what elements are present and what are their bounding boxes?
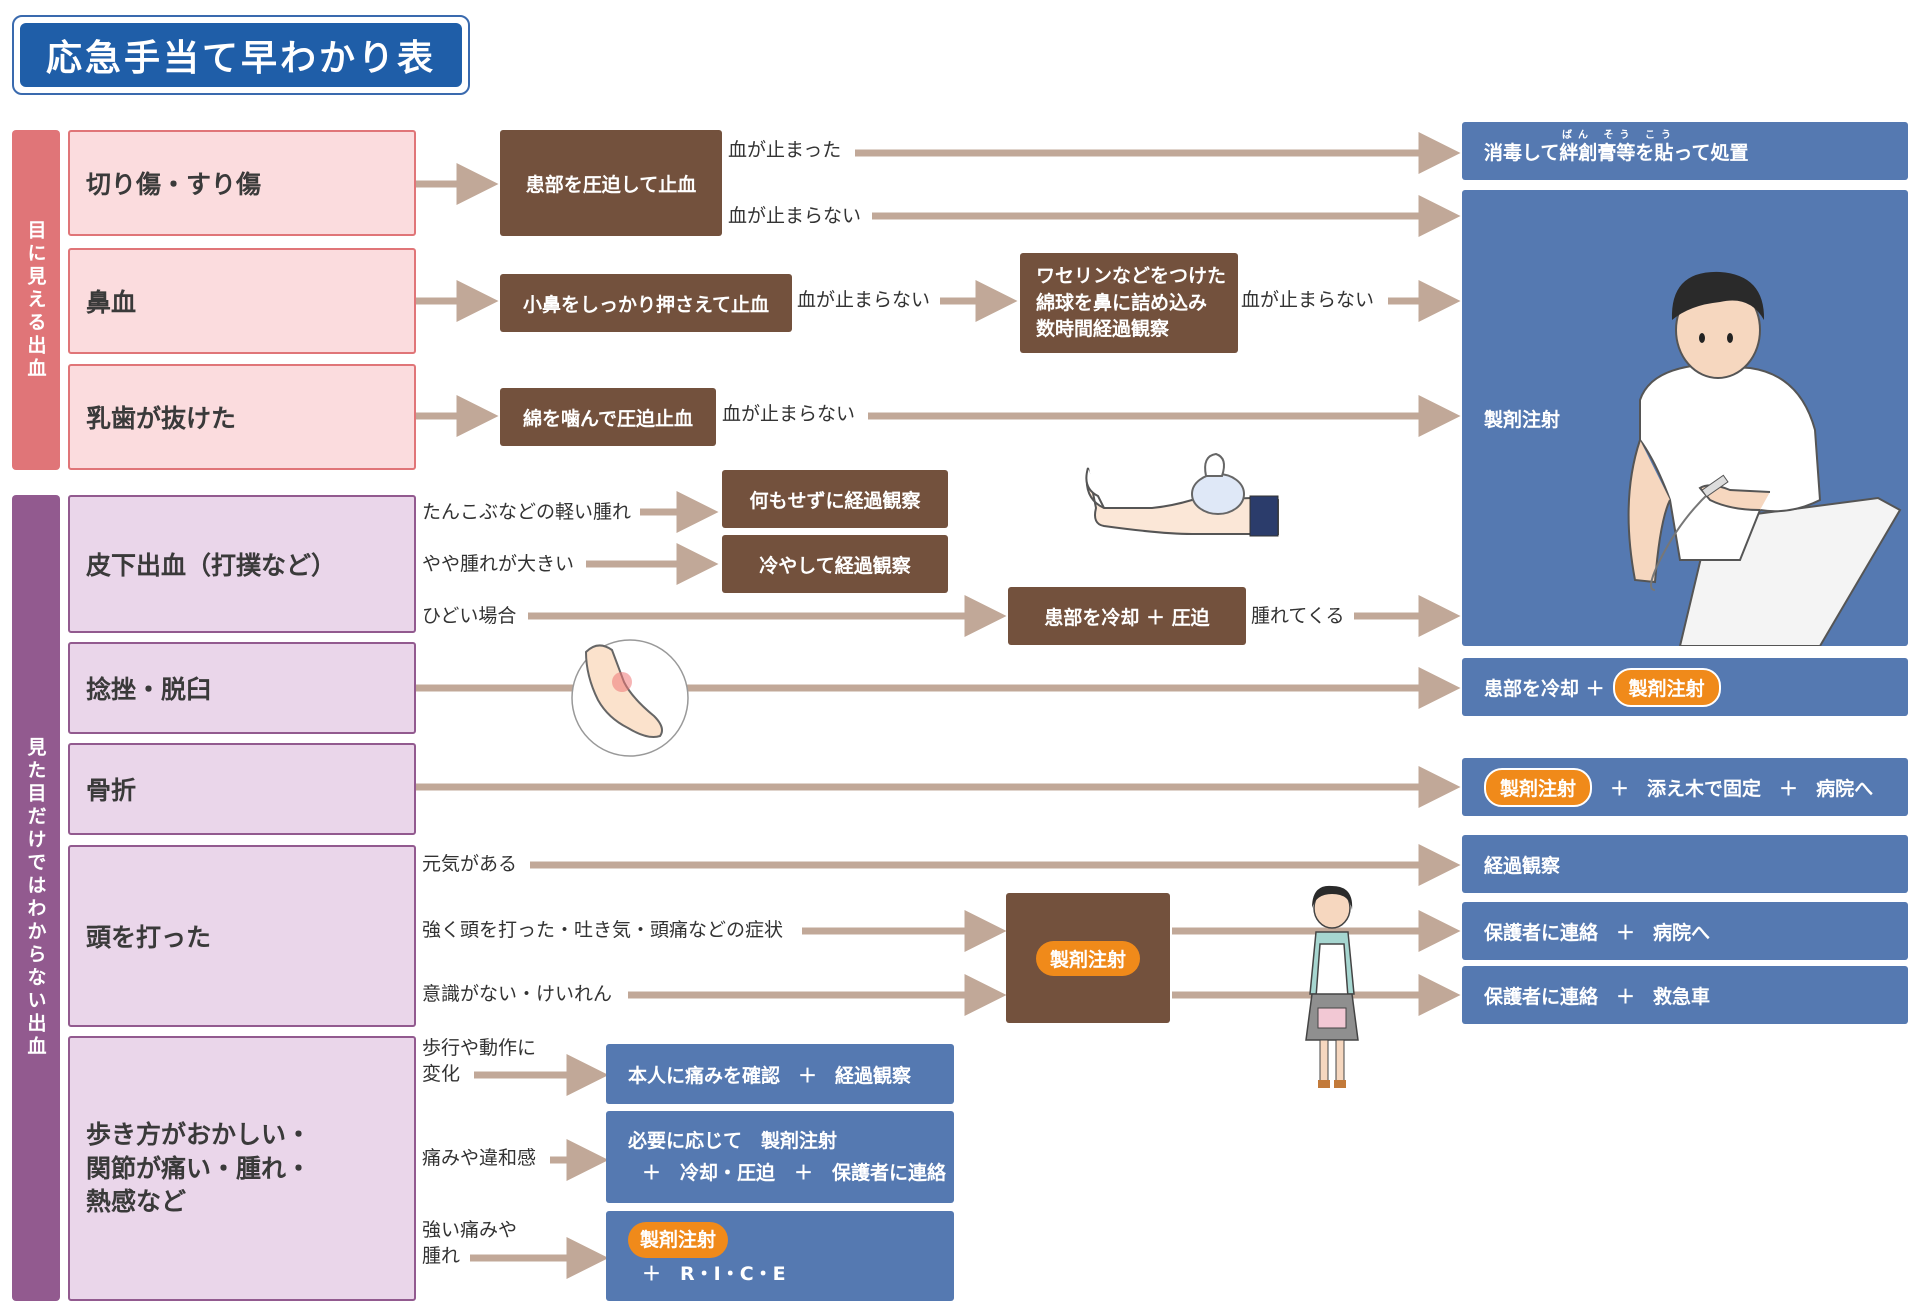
label-not-stopped-2: 血が止まらない	[797, 289, 931, 311]
action-cool-observe: 冷やして経過観察	[722, 535, 948, 593]
result-guardian-2: 保護者に連絡	[1484, 985, 1599, 1008]
sidebar-visible-bleeding: 目に見える出血	[12, 130, 60, 470]
result-guardian-1: 保護者に連絡	[1484, 921, 1599, 944]
category-walking: 歩き方がおかしい・ 関節が痛い・腫れ・ 熱感など	[68, 1036, 416, 1301]
label-energetic: 元気がある	[422, 853, 518, 875]
label-not-stopped-1: 血が止まらない	[728, 205, 862, 227]
label-gait-change: 歩行や動作に 変化	[422, 1036, 536, 1087]
result-disinfect: ばん そう こう 消毒して絆創膏等を貼って処置	[1462, 122, 1908, 180]
result-confirm-observe: 経過観察	[835, 1064, 912, 1087]
label-gait-change-line-2: 変化	[422, 1062, 461, 1085]
result-confirm-plus: ＋	[798, 1064, 818, 1087]
label-stopped: 血が止まった	[728, 139, 842, 161]
label-strong-pain: 強い痛みや 腫れ	[422, 1218, 517, 1269]
sprained-ankle-illustration	[571, 639, 689, 757]
action-injection: 製剤注射	[1006, 893, 1170, 1023]
category-baby-tooth: 乳歯が抜けた	[68, 364, 416, 470]
result-confirm-pain-text: 本人に痛みを確認	[628, 1064, 781, 1087]
label-big-swelling: やや腫れが大きい	[422, 553, 575, 575]
injection-pill: 製剤注射	[1035, 940, 1140, 976]
result-guardian-hospital: 保護者に連絡 ＋ 病院へ	[1462, 902, 1908, 960]
nurse-doctor-injection-illustration	[1627, 271, 1902, 646]
label-swelling-comes: 腫れてくる	[1251, 605, 1345, 627]
result-rice-pill: 製剤注射	[628, 1221, 729, 1258]
result-guardian-plus-2: ＋	[1616, 985, 1636, 1008]
label-pain-discomfort: 痛みや違和感	[422, 1147, 537, 1169]
page-title: 応急手当て早わかり表	[20, 23, 462, 87]
result-fracture-pill: 製剤注射	[1484, 767, 1593, 807]
result-fracture: 製剤注射 ＋ 添え木で固定 ＋ 病院へ	[1462, 758, 1908, 816]
action-nose-hold: 小鼻をしっかり押さえて止血	[500, 274, 792, 332]
label-not-stopped-3: 血が止まらない	[1241, 289, 1375, 311]
result-disinfect-text: 消毒して絆創膏等を貼って処置	[1484, 141, 1749, 164]
label-unconscious: 意識がない・けいれん	[422, 983, 613, 1005]
category-head: 頭を打った	[68, 845, 416, 1027]
action-cool-compress: 患部を冷却 ＋ 圧迫	[1008, 587, 1246, 645]
result-guardian-plus-1: ＋	[1616, 921, 1636, 944]
label-severe: ひどい場合	[422, 605, 517, 627]
result-fracture-plus-1: ＋	[1610, 777, 1630, 800]
label-strong-hit: 強く頭を打った・吐き気・頭痛などの症状	[422, 919, 784, 941]
label-gait-change-line-1: 歩行や動作に	[422, 1037, 537, 1059]
result-as-needed-line-2: ＋ 冷却・圧迫 ＋ 保護者に連絡	[642, 1162, 947, 1184]
result-fracture-plus-2: ＋	[1779, 777, 1799, 800]
result-as-needed: 必要に応じて 製剤注射 ＋ 冷却・圧迫 ＋ 保護者に連絡	[606, 1111, 954, 1203]
category-walking-line-2: 関節が痛い・腫れ・	[86, 1153, 312, 1183]
action-compress: 患部を圧迫して止血	[500, 130, 722, 236]
result-splint: 添え木で固定	[1647, 777, 1762, 800]
category-fracture: 骨折	[68, 743, 416, 835]
action-cotton-bite: 綿を噛んで圧迫止血	[500, 388, 716, 446]
action-vaseline-line-2: 綿球を鼻に詰め込み	[1036, 291, 1208, 314]
result-hospital-2: 病院へ	[1653, 921, 1711, 944]
category-sprain: 捻挫・脱臼	[68, 642, 416, 734]
category-walking-line-1: 歩き方がおかしい・	[86, 1119, 312, 1149]
category-walking-line-3: 熱感など	[86, 1187, 187, 1217]
result-guardian-ambulance: 保護者に連絡 ＋ 救急車	[1462, 966, 1908, 1024]
sidebar-invisible-bleeding: 見た目だけではわからない出血	[12, 495, 60, 1301]
result-disinfect-text-wrap: ばん そう こう 消毒して絆創膏等を貼って処置	[1484, 130, 1749, 165]
result-cool-plus: 患部を冷却 ＋	[1484, 677, 1605, 700]
result-cool-injection-pill: 製剤注射	[1612, 667, 1721, 707]
result-observe: 経過観察	[1462, 835, 1908, 893]
result-cool-injection: 患部を冷却 ＋ 製剤注射	[1462, 658, 1908, 716]
teacher-woman-illustration	[1305, 885, 1359, 1088]
action-vaseline: ワセリンなどをつけた 綿球を鼻に詰め込み 数時間経過観察	[1020, 253, 1238, 353]
action-vaseline-line-1: ワセリンなどをつけた	[1036, 265, 1227, 288]
label-mild-swelling: たんこぶなどの軽い腫れ	[422, 501, 632, 523]
result-rice: 製剤注射 ＋ R・I・C・E	[606, 1211, 954, 1301]
result-as-needed-line-1: 必要に応じて 製剤注射	[628, 1129, 838, 1152]
category-cut: 切り傷・すり傷	[68, 130, 416, 236]
category-bruise: 皮下出血（打撲など）	[68, 495, 416, 633]
result-rice-line-1: 製剤注射	[628, 1221, 729, 1258]
result-rice-line-2: ＋ R・I・C・E	[642, 1263, 786, 1285]
result-confirm-pain: 本人に痛みを確認 ＋ 経過観察	[606, 1044, 954, 1104]
knee-ice-pack-illustration	[1085, 452, 1279, 537]
action-do-nothing: 何もせずに経過観察	[722, 470, 948, 528]
result-disinfect-ruby: ばん そう こう	[1562, 129, 1677, 141]
category-nosebleed: 鼻血	[68, 248, 416, 354]
action-vaseline-line-3: 数時間経過観察	[1036, 318, 1170, 341]
label-not-stopped-4: 血が止まらない	[722, 403, 856, 425]
result-injection-text: 製剤注射	[1484, 408, 1561, 431]
result-hospital: 病院へ	[1816, 777, 1874, 800]
result-ambulance: 救急車	[1653, 985, 1711, 1008]
label-strong-pain-line-1: 強い痛みや	[422, 1219, 518, 1241]
label-strong-pain-line-2: 腫れ	[422, 1244, 461, 1267]
